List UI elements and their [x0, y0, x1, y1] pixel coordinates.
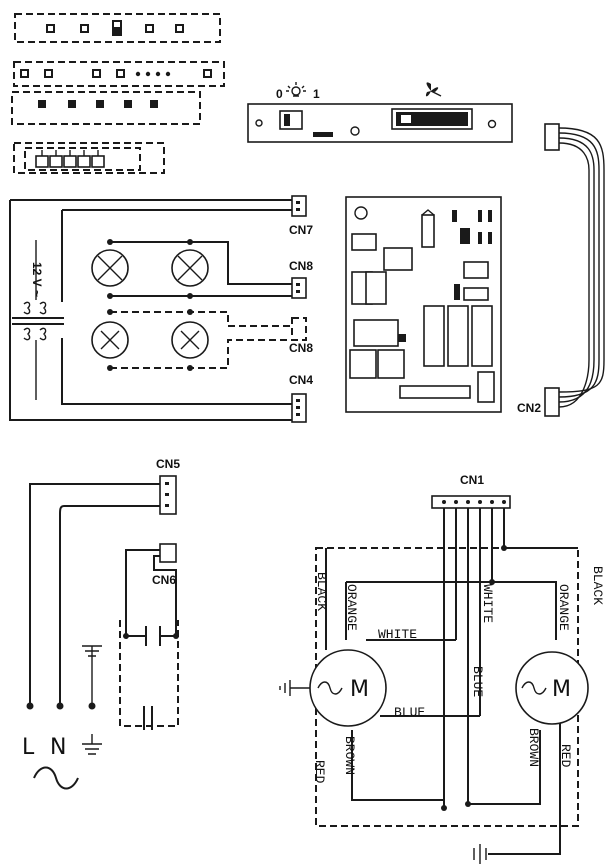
- ground-icon: [82, 734, 102, 755]
- control-board: [345, 196, 502, 413]
- wire-blue-vertical: BLUE: [470, 666, 485, 697]
- motor-right-symbol: M: [552, 677, 571, 702]
- transformer-voltage-label: 12 V ~: [30, 262, 44, 297]
- wire-brown-left: BROWN: [342, 736, 357, 775]
- lamp-group-lower: [91, 309, 292, 371]
- capacitor-cn6: [119, 543, 179, 730]
- cn8-upper-label: CN8: [289, 259, 313, 273]
- ground-icon: [279, 680, 310, 696]
- lamp-icon: [286, 82, 306, 97]
- motor-left: [309, 649, 387, 727]
- wire-white-center: WHITE: [378, 627, 417, 642]
- cn2-label: CN2: [517, 401, 541, 415]
- cn1-label: CN1: [460, 473, 484, 487]
- switch-off-mark: 0: [276, 87, 283, 101]
- cn5-label: CN5: [156, 457, 180, 471]
- wire-brown-right: BROWN: [526, 728, 541, 767]
- connector-blocks-left: [291, 195, 307, 423]
- wire-orange-right: ORANGE: [556, 584, 571, 631]
- switch-panel: 0 1: [247, 82, 513, 143]
- cn4-label: CN4: [289, 373, 313, 387]
- wire-red-right: RED: [558, 744, 573, 768]
- motor-right: [515, 651, 589, 725]
- cn2-ribbon-cable: [544, 123, 605, 417]
- switch-on-mark: 1: [313, 87, 320, 101]
- transformer: [9, 199, 292, 421]
- keypad-module-1: [14, 13, 221, 43]
- keypad-module-2: [13, 61, 225, 87]
- motor-left-symbol: M: [350, 677, 369, 702]
- wire-orange-left: ORANGE: [344, 584, 359, 631]
- fan-icon: [425, 82, 442, 97]
- mains-wiring: [26, 475, 177, 710]
- wire-black-left: BLACK: [314, 572, 329, 611]
- lamp-group-upper: [91, 239, 292, 299]
- wire-black-right: BLACK: [590, 566, 605, 605]
- line-label: L: [22, 735, 35, 760]
- keypad-module-4: [13, 142, 165, 174]
- wire-blue-center: BLUE: [394, 705, 425, 720]
- keypad-module-3: [11, 91, 201, 125]
- neutral-label: N: [50, 735, 66, 760]
- wire-white-right: WHITE: [480, 584, 495, 623]
- motor-wiring: [315, 495, 579, 864]
- wire-red-left: RED: [312, 760, 327, 784]
- ac-wave-icon: [33, 766, 79, 790]
- cn7-label: CN7: [289, 223, 313, 237]
- cn8-lower-label: CN8: [289, 341, 313, 355]
- cn6-label: CN6: [152, 573, 176, 587]
